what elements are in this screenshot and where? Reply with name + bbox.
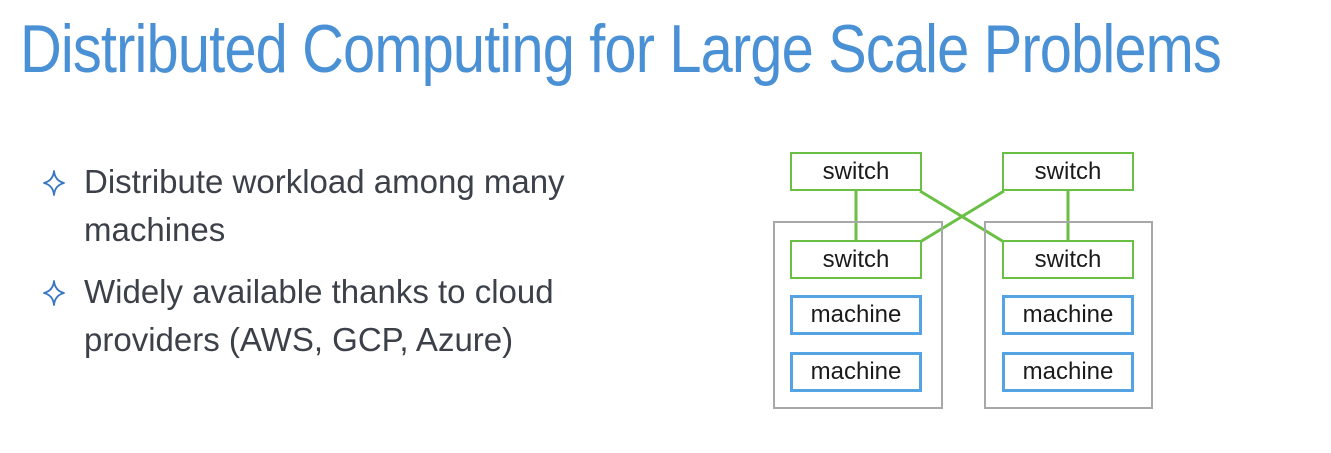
rack-container-right	[984, 221, 1153, 409]
list-item: Widely available thanks to cloud provide…	[42, 268, 622, 364]
bullet-text: Distribute workload among many machines	[84, 163, 565, 248]
rack-switch-node: switch	[1002, 240, 1134, 279]
machine-node: machine	[790, 352, 922, 392]
network-diagram: switch switch switch switch machine mach…	[760, 140, 1180, 430]
connector-lines	[854, 189, 1070, 244]
four-pointed-star-icon	[42, 279, 66, 307]
bullet-text: Widely available thanks to cloud provide…	[84, 273, 554, 358]
machine-node: machine	[1002, 295, 1134, 335]
page-title: Distributed Computing for Large Scale Pr…	[20, 11, 1222, 87]
four-pointed-star-icon	[42, 169, 66, 197]
core-switch-node: switch	[1002, 152, 1134, 191]
machine-node: machine	[1002, 352, 1134, 392]
rack-container-left	[773, 221, 943, 409]
rack-switch-node: switch	[790, 240, 922, 279]
bullet-list: Distribute workload among many machines …	[42, 158, 622, 378]
machine-node: machine	[790, 295, 922, 335]
core-switch-node: switch	[790, 152, 922, 191]
list-item: Distribute workload among many machines	[42, 158, 622, 254]
